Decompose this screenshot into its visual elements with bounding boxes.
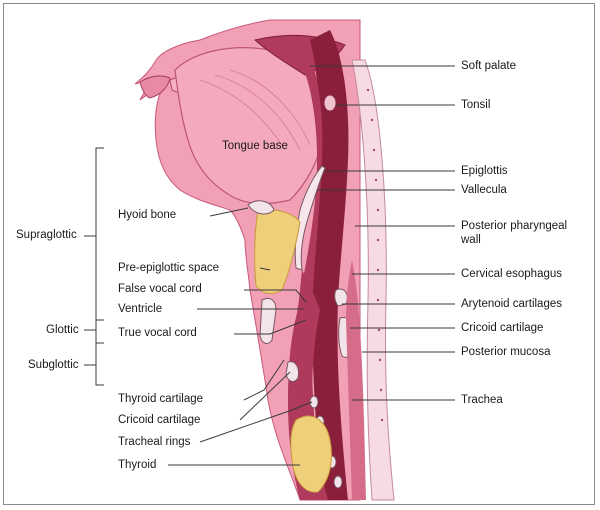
label-pre-epiglottic-space: Pre-epiglottic space xyxy=(118,262,219,274)
label-arytenoid-cartilages: Arytenoid cartilages xyxy=(461,298,562,310)
region-supraglottic: Supraglottic xyxy=(16,229,77,241)
cricoid-cartilage-anterior xyxy=(285,361,299,382)
thyroid-gland xyxy=(290,415,332,493)
lips xyxy=(139,75,171,99)
left-leader-lines xyxy=(168,207,313,466)
label-trachea: Trachea xyxy=(461,394,503,406)
cervical-spine xyxy=(351,59,395,501)
label-cervical-esophagus: Cervical esophagus xyxy=(461,268,563,280)
label-cricoid-cartilage-left: Cricoid cartilage xyxy=(118,414,201,426)
label-hyoid-bone: Hyoid bone xyxy=(118,209,177,221)
label-ventricle: Ventricle xyxy=(118,303,163,315)
label-thyroid: Thyroid xyxy=(118,459,157,471)
label-posterior-mucosa: Posterior mucosa xyxy=(461,346,551,358)
hyoid-bone xyxy=(247,200,275,215)
tongue-base-label: Tongue base xyxy=(222,140,288,152)
arytenoid xyxy=(334,288,348,307)
label-thyroid-cartilage: Thyroid cartilage xyxy=(118,393,204,405)
epiglottis xyxy=(294,165,326,271)
esophagus xyxy=(346,260,366,500)
spine-texture xyxy=(366,88,384,422)
region-subglottic: Subglottic xyxy=(28,359,79,371)
label-tonsil: Tonsil xyxy=(461,99,491,111)
label-epiglottis: Epiglottis xyxy=(461,165,508,177)
tongue-fibers xyxy=(199,69,311,151)
label-soft-palate: Soft palate xyxy=(461,60,516,72)
tonsil xyxy=(323,94,337,112)
region-glottic: Glottic xyxy=(46,324,79,336)
label-tracheal-rings: Tracheal rings xyxy=(118,436,191,448)
label-cricoid-cartilage-right: Cricoid cartilage xyxy=(461,322,544,334)
label-true-vocal-cord: True vocal cord xyxy=(118,327,197,339)
region-brackets xyxy=(84,147,104,386)
label-wall: wall xyxy=(461,234,481,246)
label-false-vocal-cord: False vocal cord xyxy=(118,283,202,295)
label-vallecula: Vallecula xyxy=(461,184,507,196)
label-posterior-pharyngeal: Posterior pharyngeal xyxy=(461,220,568,232)
thyroid-cartilage xyxy=(259,297,277,344)
right-leader-lines xyxy=(310,65,455,401)
